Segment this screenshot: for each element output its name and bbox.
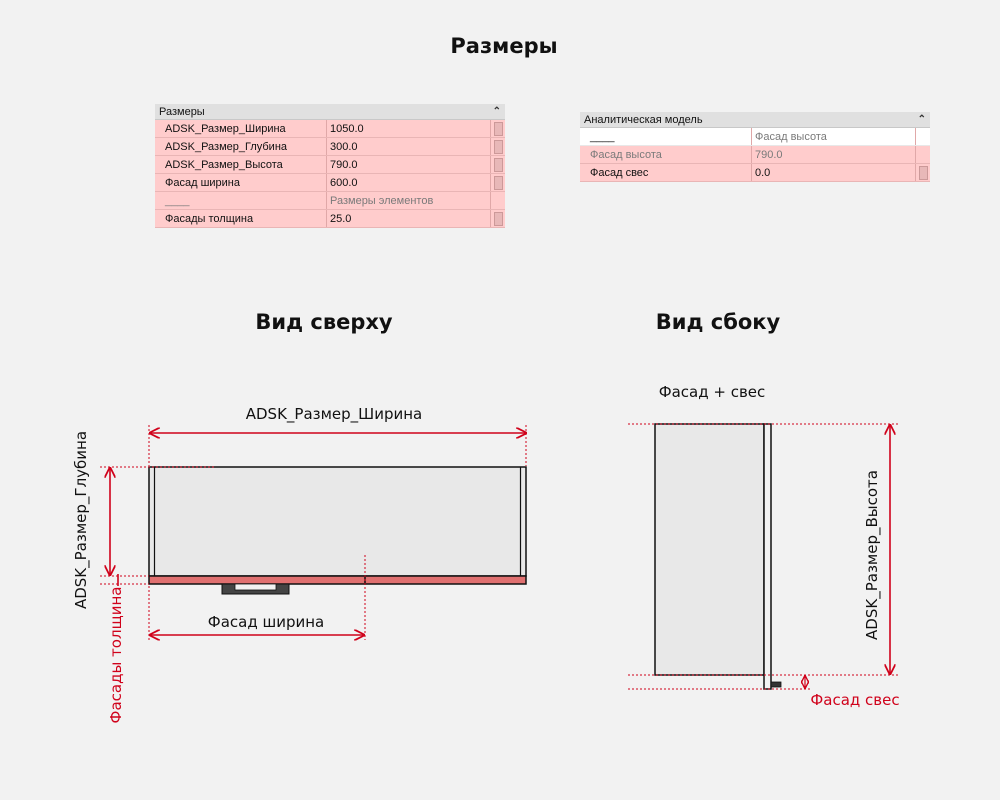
property-name: Фасады толщина	[155, 210, 327, 227]
row-scroll-cell	[491, 174, 505, 191]
overhang-label: Фасад свес	[810, 691, 899, 709]
facade-side	[763, 423, 772, 690]
analytic-panel-header[interactable]: Аналитическая модель ⌃	[580, 112, 930, 128]
facade-width-label: Фасад ширина	[208, 613, 324, 631]
dimensions-panel-title: Размеры	[159, 105, 205, 118]
scroll-knob[interactable]	[493, 175, 503, 190]
property-value[interactable]: Размеры элементов	[327, 192, 491, 209]
top-view-drawing: ADSK_Размер_Ширина ADSK_Размер_Глубина Ф…	[72, 405, 526, 723]
analytic-panel-title: Аналитическая модель	[584, 113, 703, 126]
depth-label: ADSK_Размер_Глубина	[72, 431, 91, 609]
row-scroll-cell	[916, 164, 930, 181]
property-value[interactable]: 790.0	[752, 146, 916, 163]
handle-top-inner	[234, 583, 277, 591]
property-name: ADSK_Размер_Глубина	[155, 138, 327, 155]
property-value[interactable]: 1050.0	[327, 120, 491, 137]
row-scroll-cell	[491, 120, 505, 137]
row-scroll-cell	[491, 138, 505, 155]
property-value[interactable]: 0.0	[752, 164, 916, 181]
row-scroll-cell	[491, 156, 505, 173]
cabinet-body-top	[148, 466, 527, 577]
scroll-knob[interactable]	[918, 165, 928, 180]
property-name: Фасад ширина	[155, 174, 327, 191]
property-name: Фасад свес	[580, 164, 752, 181]
property-name: Фасад высота	[580, 146, 752, 163]
facade-thickness-label: Фасады толщина	[107, 587, 125, 724]
scroll-knob[interactable]	[493, 157, 503, 172]
collapse-chevron-icon[interactable]: ⌃	[492, 106, 501, 117]
scroll-knob[interactable]	[493, 121, 503, 136]
height-label: ADSK_Размер_Высота	[863, 470, 882, 640]
property-name: ADSK_Размер_Высота	[155, 156, 327, 173]
dimensions-panel-header[interactable]: Размеры ⌃	[155, 104, 505, 120]
width-label: ADSK_Размер_Ширина	[246, 405, 423, 424]
row-scroll-cell	[491, 210, 505, 227]
handle-side	[770, 681, 782, 688]
property-name: ADSK_Размер_Ширина	[155, 120, 327, 137]
property-value[interactable]: 790.0	[327, 156, 491, 173]
scroll-knob[interactable]	[493, 139, 503, 154]
side-view-title: Вид сбоку	[655, 310, 781, 334]
property-row[interactable]: ____Фасад высота	[580, 128, 930, 146]
property-value[interactable]: 600.0	[327, 174, 491, 191]
property-value[interactable]: Фасад высота	[752, 128, 916, 145]
property-name: ____	[580, 128, 752, 145]
property-value[interactable]: 25.0	[327, 210, 491, 227]
scroll-knob[interactable]	[493, 211, 503, 226]
property-name: ____	[155, 192, 327, 209]
property-value[interactable]: 300.0	[327, 138, 491, 155]
facade-plus-overhang-label: Фасад + свес	[659, 383, 766, 401]
main-title: Размеры	[450, 34, 558, 58]
property-row[interactable]: ____Размеры элементов	[155, 192, 505, 210]
collapse-chevron-icon[interactable]: ⌃	[917, 114, 926, 125]
top-view-title: Вид сверху	[255, 310, 393, 334]
cabinet-body-side	[654, 423, 765, 676]
side-view-drawing: Фасад + свес ADSK_Размер_Высота Фасад св…	[628, 383, 900, 709]
facade-top	[148, 575, 527, 585]
